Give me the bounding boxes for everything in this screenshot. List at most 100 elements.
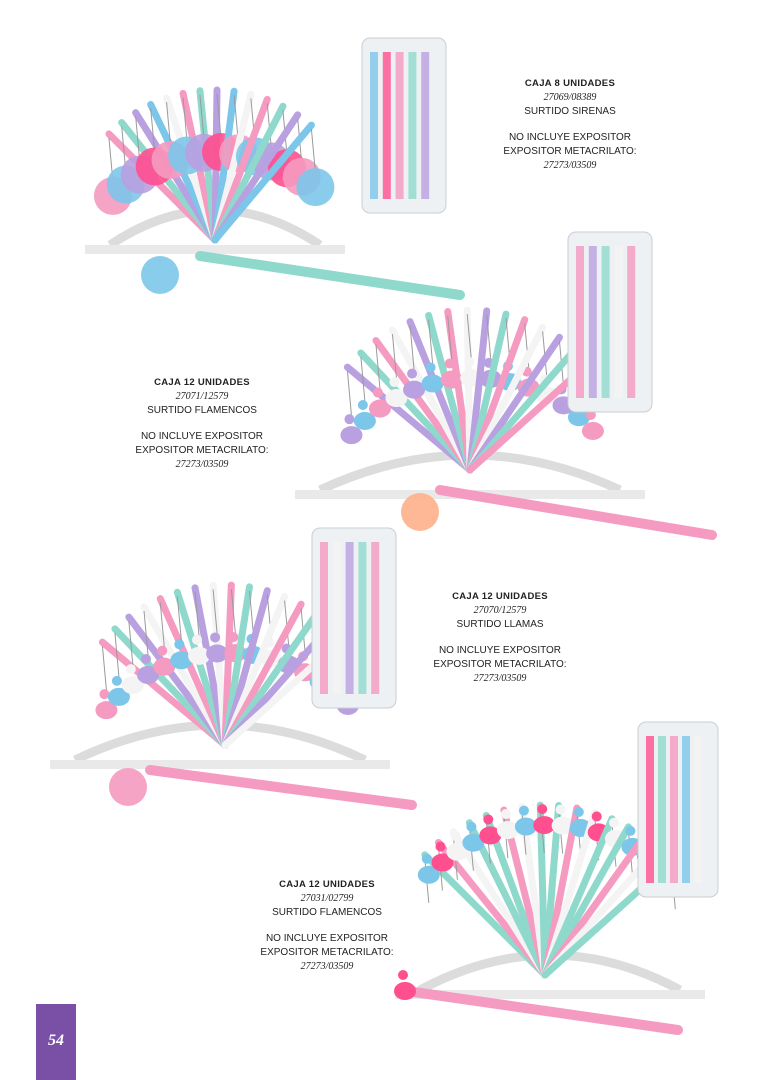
flamingo-charm (368, 399, 391, 418)
keychain (194, 591, 200, 636)
mermaid-pens-photo (85, 37, 465, 300)
charm-head (425, 362, 436, 373)
flamingo-charm (417, 865, 440, 884)
display-note-label: EXPOSITOR METACRILATO: (433, 659, 567, 670)
keychain (182, 97, 188, 142)
flamingo-charm (153, 657, 176, 676)
display-code: 27273/03509 (543, 160, 597, 171)
page-number: 54 (48, 1032, 64, 1049)
flamingo-charm (206, 644, 229, 663)
keychain (360, 356, 366, 402)
flamingo-charm (107, 687, 130, 706)
product-caption-flamencos-1: CAJA 12 UNIDADES 27071/12579 SURTIDO FLA… (102, 376, 302, 472)
display-note: NO INCLUYE EXPOSITOR (438, 645, 562, 656)
flamingo-charm (137, 665, 160, 684)
keychain (391, 334, 397, 379)
display-note-label: EXPOSITOR METACRILATO: (260, 947, 394, 958)
flamingo-charm (496, 821, 519, 840)
display-note-label: EXPOSITOR METACRILATO: (503, 146, 637, 157)
charm-head (210, 632, 221, 643)
keychain (284, 600, 290, 645)
keychain (447, 315, 453, 360)
keychain (150, 108, 156, 153)
boxed-pen (682, 736, 690, 883)
product-code: 27070/12579 (473, 605, 527, 616)
charm-head (625, 825, 636, 836)
display-code: 27273/03509 (300, 961, 354, 972)
keychain (216, 93, 222, 139)
charm-head (192, 634, 203, 645)
flamingo-charm (462, 833, 485, 852)
flamingo-charm (394, 982, 416, 1000)
charm-head (444, 358, 455, 369)
charm-head (407, 368, 418, 379)
charm-head (591, 811, 602, 822)
charm-head (500, 809, 511, 820)
boxed-pen (408, 52, 417, 199)
pompom (109, 768, 147, 806)
display-note: NO INCLUYE EXPOSITOR (140, 431, 264, 442)
flamingo-topper-pens-photo (394, 721, 719, 1035)
charm-head (389, 377, 400, 388)
charm-head (111, 675, 122, 686)
product-description: SURTIDO SIRENAS (524, 106, 616, 117)
box-quantity-label: CAJA 8 UNIDADES (524, 78, 616, 89)
product-code: 27031/02799 (300, 893, 354, 904)
keychain (230, 589, 236, 634)
boxed-pen (370, 52, 378, 199)
charm-head (228, 632, 239, 643)
pompom (141, 256, 179, 294)
product-code: 27069/08389 (543, 92, 597, 103)
display-code: 27273/03509 (175, 459, 229, 470)
boxed-pen (670, 736, 678, 883)
flamingo-pens-photo (295, 231, 717, 540)
charm-head (435, 841, 446, 852)
flamingo-charm (188, 646, 211, 665)
flamingo-charm (446, 842, 469, 861)
boxed-pen (627, 246, 636, 398)
loose-pen (395, 985, 683, 1035)
keychain (233, 95, 239, 140)
boxed-pen (345, 542, 354, 694)
charm-head (125, 664, 136, 675)
keychain (310, 129, 316, 174)
llama-pens-photo (50, 527, 417, 810)
boxed-pen (646, 736, 654, 883)
boxed-pen (694, 736, 702, 883)
display-code: 27273/03509 (473, 673, 527, 684)
flamingo-charm (431, 853, 454, 872)
boxed-pen (332, 542, 341, 694)
box-quantity-label: CAJA 12 UNIDADES (452, 591, 548, 602)
boxed-pen (371, 542, 380, 694)
flamingo-charm (479, 826, 502, 845)
boxed-pen (382, 52, 391, 199)
keychain (212, 589, 218, 634)
product-description: SURTIDO FLAMENCOS (147, 405, 257, 416)
flamingo-charm (340, 426, 363, 445)
loose-pen (435, 485, 717, 540)
keychain (266, 103, 272, 148)
display-note-label: EXPOSITOR METACRILATO: (135, 445, 269, 456)
product-description: SURTIDO FLAMENCOS (272, 907, 382, 918)
boxed-pen (395, 52, 404, 199)
product-caption-llamas: CAJA 12 UNIDADES 27070/12579 SURTIDO LLA… (400, 590, 600, 686)
boxed-pen (421, 52, 430, 199)
boxed-pen (576, 246, 584, 398)
pompom (401, 493, 439, 531)
charm-head (466, 821, 477, 832)
flamingo-charm (95, 701, 118, 720)
boxed-pen (588, 246, 597, 398)
stand-base (85, 245, 345, 254)
keychain (176, 596, 182, 641)
charm-head (464, 357, 475, 368)
boxed-pen (358, 542, 367, 694)
keychain (114, 632, 120, 677)
product-description: SURTIDO LLAMAS (456, 619, 544, 630)
keychain (466, 313, 472, 359)
flamingo-charm (567, 408, 590, 427)
flamingo-charm (353, 411, 376, 430)
keychain (199, 94, 205, 139)
page-number-tab: 54 (36, 1004, 76, 1080)
keychain (135, 116, 141, 161)
